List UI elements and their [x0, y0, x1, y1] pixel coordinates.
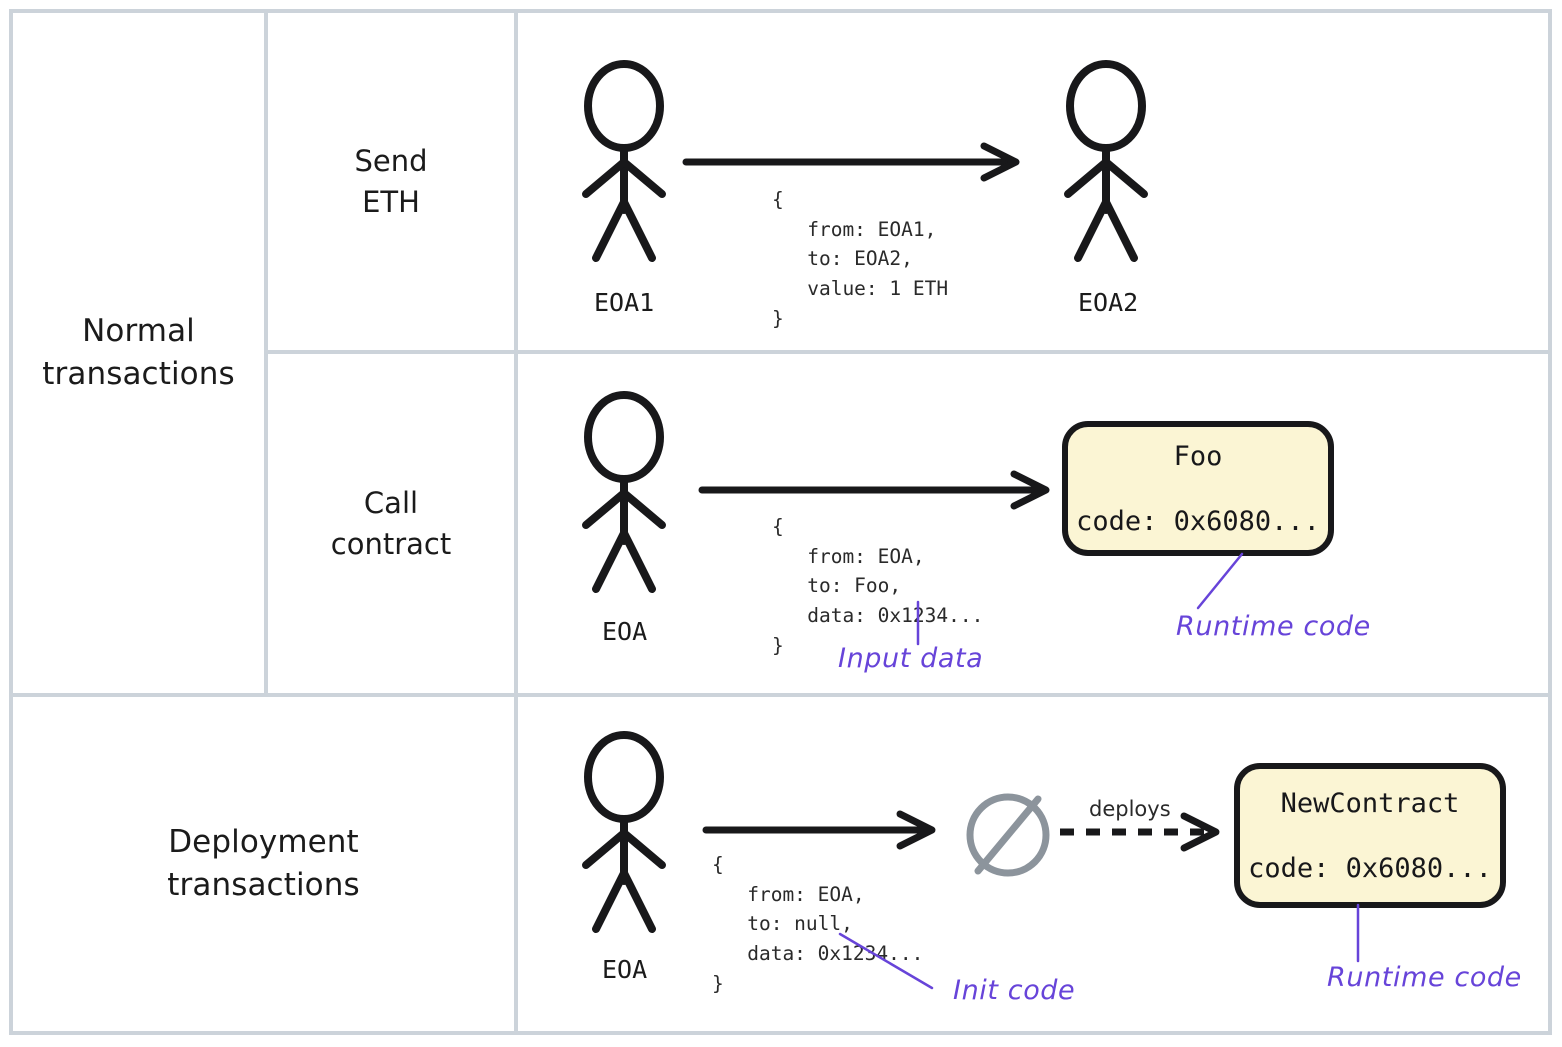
actor-label-eoa-deploy: EOA: [602, 955, 648, 984]
tx-json-deployment: { from: EOA, to: null, data: 0x1234... }: [712, 853, 924, 995]
actor-label-eoa-call: EOA: [602, 617, 648, 646]
annotation-runtime-code-row3: Runtime code: [1327, 962, 1522, 993]
category-label-deployment-text: Deployment transactions: [167, 824, 360, 903]
annotation-init-code: Init code: [953, 975, 1076, 1006]
arrow-call-contract: [698, 470, 1070, 510]
stick-legs: [592, 198, 656, 262]
stick-arms: [582, 489, 666, 529]
stick-figure-eoa2: [1048, 60, 1168, 282]
tx-json-send-eth: { from: EOA1, to: EOA2, value: 1 ETH }: [772, 188, 949, 330]
category-label-deployment-transactions: Deployment transactions: [13, 697, 514, 1031]
tx-json-call-contract: { from: EOA, to: Foo, data: 0x1234... }: [772, 515, 984, 657]
subtype-label-send-eth: Send ETH: [268, 13, 514, 350]
stick-arms: [582, 158, 666, 198]
contract-name-foo: Foo: [1173, 440, 1223, 472]
arrow-send-eth: [682, 142, 1034, 182]
stick-legs: [592, 529, 656, 593]
annotation-input-data: Input data: [838, 643, 984, 674]
actor-label-eoa1: EOA1: [594, 288, 655, 317]
stick-figure-eoa-deploy: [566, 731, 686, 953]
stick-head: [584, 731, 664, 823]
grid-hline-row2-row3: [9, 693, 1552, 697]
actor-label-eoa2: EOA2: [1078, 288, 1139, 317]
subtype-label-send-eth-text: Send ETH: [354, 143, 428, 219]
table-frame: [9, 9, 1552, 1035]
annotation-leader-runtime-code-row3: [1348, 903, 1368, 965]
subtype-label-call-contract-text: Call contract: [330, 485, 452, 561]
stick-figure-eoa1: [566, 60, 686, 282]
annotation-runtime-code-row2: Runtime code: [1176, 611, 1371, 642]
annotation-leader-init-code: [836, 930, 946, 995]
contract-code-foo: code: 0x6080...: [1076, 505, 1320, 537]
category-label-normal-transactions: Normal transactions: [13, 13, 264, 693]
edge-label-deploys: deploys: [1089, 797, 1171, 821]
contract-box-newcontract[interactable]: NewContract code: 0x6080...: [1234, 763, 1506, 908]
stick-legs: [592, 869, 656, 933]
null-address-icon: [960, 785, 1056, 885]
category-label-normal-text: Normal transactions: [42, 313, 235, 392]
contract-code-newcontract: code: 0x6080...: [1248, 852, 1492, 884]
stick-head: [584, 391, 664, 483]
contract-box-foo[interactable]: Foo code: 0x6080...: [1062, 421, 1334, 556]
annotation-leader-runtime-code-row2: [1190, 552, 1250, 614]
stick-legs: [1074, 198, 1138, 262]
stick-arms: [582, 829, 666, 869]
stick-head: [584, 60, 664, 152]
grid-hline-row1-row2: [264, 350, 1552, 354]
contract-name-newcontract: NewContract: [1280, 787, 1460, 819]
stick-head: [1066, 60, 1146, 152]
annotation-leader-input-data: [900, 600, 940, 648]
grid-vline-subtype-scene: [514, 9, 518, 1035]
arrow-deploy-to-null: [702, 810, 954, 850]
stick-arms: [1064, 158, 1148, 198]
stick-figure-eoa-call: [566, 391, 686, 613]
arrow-deploys-dashed: [1058, 812, 1233, 852]
subtype-label-call-contract: Call contract: [268, 354, 514, 693]
